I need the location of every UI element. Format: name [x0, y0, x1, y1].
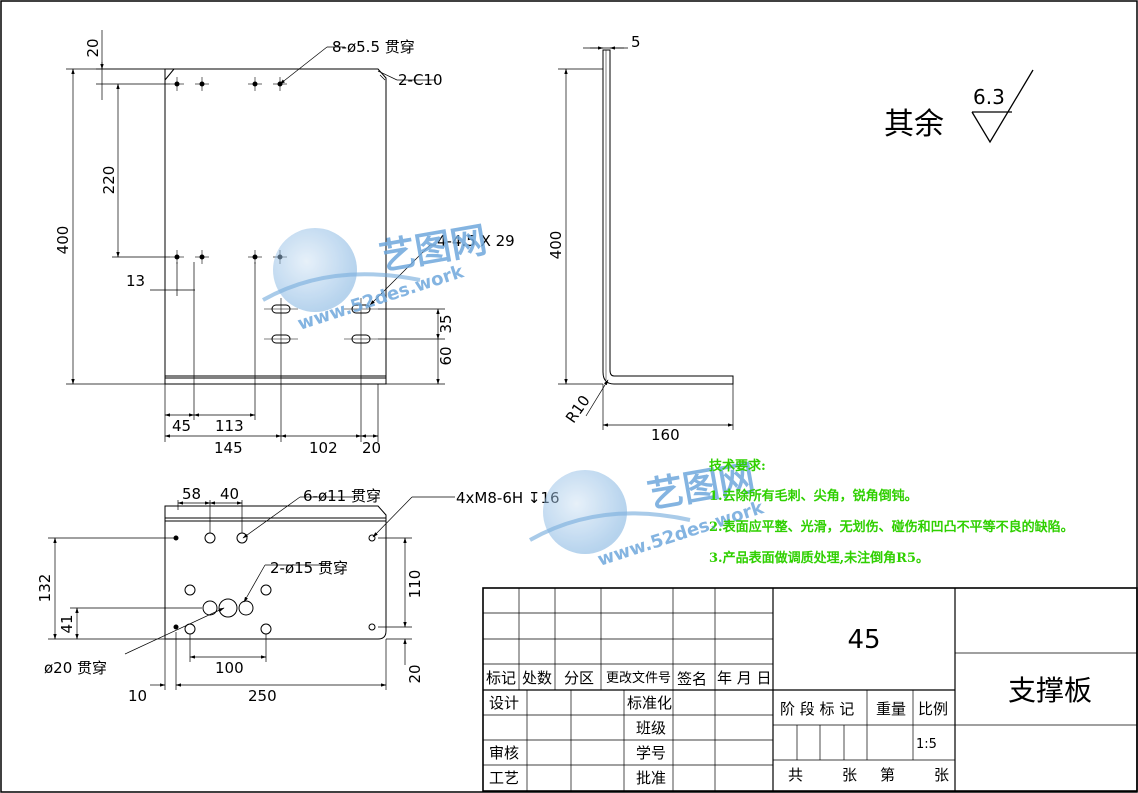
front-view-labels: 20 8-ø5.5 贯穿 2-C10 400 220 4-4.5 X 29 13…: [54, 38, 515, 457]
dim-132: 132: [36, 574, 54, 603]
dim-400: 400: [54, 226, 72, 255]
dim-10: 10: [128, 687, 147, 705]
dim-holes-15: 2-ø15 贯穿: [270, 559, 348, 577]
dim-slots: 4-4.5 X 29: [437, 232, 515, 250]
dim-holes-11: 6-ø11 贯穿: [303, 487, 381, 505]
tb-design: 设计: [489, 694, 519, 712]
dim-chamfer: 2-C10: [398, 71, 443, 89]
top-view: [48, 496, 455, 690]
tb-stage-mark: 阶 段 标 记: [780, 700, 854, 718]
dim-20-top-view: 20: [406, 664, 424, 683]
tb-approve: 批准: [636, 769, 666, 787]
dim-40: 40: [220, 485, 239, 503]
tb-rev-doc: 更改文件号: [606, 671, 671, 686]
tb-sheet-no: 第: [880, 766, 895, 784]
tech-note-1: 1.去除所有毛刺、尖角，锐角倒钝。: [709, 488, 918, 504]
tech-note-2: 2.表面应平整、光滑，无划伤、碰伤和凹凸不平等不良的缺陷。: [709, 519, 1074, 535]
dim-58: 58: [182, 485, 201, 503]
dim-45: 45: [172, 417, 191, 435]
dim-thickness: 5: [631, 33, 641, 51]
dim-113: 113: [215, 417, 244, 435]
dim-holes-top: 8-ø5.5 贯穿: [332, 38, 415, 56]
surface-roughness: 其余 6.3: [884, 69, 1034, 144]
side-view-labels: 5 400 R10 160: [547, 33, 680, 444]
dim-20-bottom: 20: [362, 439, 381, 457]
watermark-upper: 艺图网 www.52des.work: [262, 220, 490, 335]
roughness-symbol-icon: [971, 69, 1034, 144]
tb-rev-sign: 签名: [677, 670, 707, 688]
dim-13: 13: [126, 272, 145, 290]
dim-35: 35: [437, 314, 455, 333]
tb-scale-label: 比例: [918, 700, 948, 718]
dim-250: 250: [248, 687, 277, 705]
front-view: [66, 30, 445, 442]
side-view: [558, 46, 734, 430]
roughness-value: 6.3: [973, 85, 1005, 109]
dim-110: 110: [406, 570, 424, 599]
tb-student-id: 学号: [636, 744, 666, 762]
dim-hole-20: ø20 贯穿: [44, 659, 107, 677]
tb-standardization: 标准化: [627, 694, 672, 712]
dim-41: 41: [58, 614, 76, 633]
tb-part-name: 支撑板: [1008, 674, 1092, 707]
tb-rev-count: 处数: [522, 669, 552, 687]
dim-220: 220: [100, 166, 118, 195]
dim-side-400: 400: [547, 231, 565, 260]
tech-note-3: 3.产品表面做调质处理,未注倒角R5。: [709, 550, 929, 566]
tb-material: 45: [847, 625, 880, 655]
dim-60: 60: [437, 346, 455, 365]
tb-rev-date: 年 月 日: [717, 669, 772, 687]
tb-weight: 重量: [876, 700, 906, 718]
tb-total: 共: [788, 766, 803, 784]
tb-scale: 1:5: [916, 737, 937, 752]
title-block: [482, 587, 1138, 792]
dim-20-top: 20: [84, 38, 102, 57]
title-block-text: 45 支撑板 标记 处数 分区 更改文件号 签名 年 月 日 设计 标准化 班级…: [486, 625, 1092, 787]
tech-notes: 技术要求: 1.去除所有毛刺、尖角，锐角倒钝。 2.表面应平整、光滑，无划伤、碰…: [709, 458, 1074, 566]
tb-sheet-unit: 张: [934, 766, 949, 784]
tb-class: 班级: [636, 719, 666, 737]
tb-rev-mark: 标记: [486, 669, 516, 687]
dim-radius: R10: [562, 392, 594, 427]
dim-102: 102: [309, 439, 338, 457]
dim-160: 160: [651, 426, 680, 444]
dim-100: 100: [215, 659, 244, 677]
tech-notes-title: 技术要求:: [709, 458, 766, 474]
tb-rev-zone: 分区: [564, 669, 594, 687]
dim-145: 145: [214, 439, 243, 457]
tb-sheets: 张: [842, 766, 857, 784]
tb-process: 工艺: [489, 769, 519, 787]
roughness-label: 其余: [884, 107, 944, 142]
tb-review: 审核: [489, 744, 519, 762]
